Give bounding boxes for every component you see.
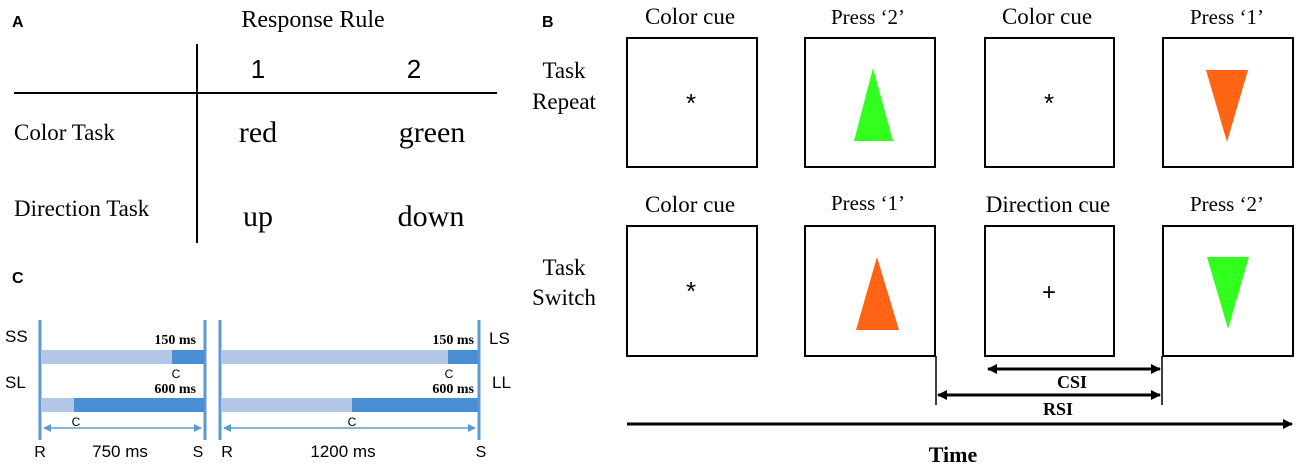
task-switch-label-line2: Switch — [532, 285, 596, 310]
panel-b-letter: B — [542, 14, 554, 31]
sl-precue-bar — [42, 398, 74, 412]
task-switch-label-line1: Task — [542, 255, 586, 280]
task-repeat-label-line2: Repeat — [532, 89, 596, 114]
ll-cue-bar — [352, 398, 478, 412]
repeat-cue1-label: Color cue — [645, 4, 735, 29]
switch-cue1-frame — [626, 225, 758, 357]
orange-up-triangle — [856, 257, 899, 330]
repeat-target1-frame — [804, 37, 936, 168]
panel-c-letter: C — [12, 270, 24, 287]
short-duration-label: 750 ms — [92, 442, 148, 461]
ll-precue-bar — [222, 398, 352, 412]
switch-cue2-frame — [984, 225, 1115, 357]
color-task-rule-2: green — [399, 116, 466, 149]
switch-cue1-label: Color cue — [645, 192, 735, 217]
response-rule-header: Response Rule — [241, 7, 384, 33]
repeat-cue1-symbol: * — [686, 88, 696, 118]
green-up-triangle — [854, 68, 893, 141]
repeat-cue2-label: Color cue — [1002, 4, 1092, 29]
panel-c: C SS SL 150 ms C 600 ms C R 750 ms S 150… — [5, 270, 511, 461]
direction-task-rule-2: down — [398, 200, 465, 233]
repeat-cue2-symbol: * — [1044, 88, 1054, 118]
sl-cue-marker: C — [72, 415, 81, 429]
ss-precue-bar — [42, 350, 172, 364]
ls-cue-marker: C — [445, 367, 454, 381]
long-s-label: S — [476, 444, 487, 461]
switch-target1-label: Press ‘1’ — [831, 191, 905, 215]
csi-label: CSI — [1057, 372, 1087, 392]
ll-label: LL — [492, 373, 511, 392]
switch-target1-frame — [804, 225, 936, 357]
repeat-cue2-frame — [984, 37, 1115, 168]
switch-cue1-symbol: * — [686, 276, 696, 306]
ls-ms-label: 150 ms — [432, 333, 474, 348]
switch-target2-frame — [1162, 225, 1294, 357]
rule-column-2: 2 — [407, 54, 421, 84]
ll-ms-label: 600 ms — [432, 382, 474, 397]
ss-cue-bar — [172, 350, 204, 364]
ss-ms-label: 150 ms — [154, 333, 196, 348]
panel-a-letter: A — [12, 14, 24, 31]
repeat-target2-label: Press ‘1’ — [1190, 5, 1264, 29]
sl-ms-label: 600 ms — [154, 382, 196, 397]
short-s-label: S — [193, 444, 204, 461]
repeat-cue1-frame — [626, 37, 758, 168]
ss-cue-marker: C — [172, 367, 181, 381]
task-repeat-label-line1: Task — [542, 58, 586, 83]
switch-target2-label: Press ‘2’ — [1190, 192, 1264, 216]
switch-cue2-symbol: + — [1042, 279, 1056, 306]
time-label: Time — [929, 442, 978, 467]
rule-column-1: 1 — [251, 54, 265, 84]
panel-b: B Task Repeat Color cue * Press ‘2’ Colo… — [532, 4, 1294, 467]
ls-cue-bar — [448, 350, 478, 364]
rsi-label: RSI — [1043, 399, 1073, 419]
color-task-label: Color Task — [14, 120, 115, 145]
repeat-target2-frame — [1162, 37, 1294, 168]
sl-label: SL — [5, 373, 26, 392]
sl-cue-bar — [74, 398, 204, 412]
orange-down-triangle — [1206, 70, 1248, 142]
ss-label: SS — [5, 327, 28, 346]
switch-cue2-label: Direction cue — [986, 192, 1111, 217]
long-r-label: R — [221, 444, 233, 461]
color-task-rule-1: red — [239, 116, 277, 149]
ll-cue-marker: C — [348, 415, 357, 429]
direction-task-label: Direction Task — [14, 196, 150, 221]
short-r-label: R — [34, 444, 46, 461]
panel-a: A Response Rule 1 2 Color Task red green… — [12, 7, 497, 243]
green-down-triangle — [1207, 257, 1249, 329]
ls-precue-bar — [222, 350, 448, 364]
direction-task-rule-1: up — [243, 200, 273, 233]
long-duration-label: 1200 ms — [310, 442, 375, 461]
repeat-target1-label: Press ‘2’ — [831, 5, 905, 29]
ls-label: LS — [489, 329, 510, 348]
